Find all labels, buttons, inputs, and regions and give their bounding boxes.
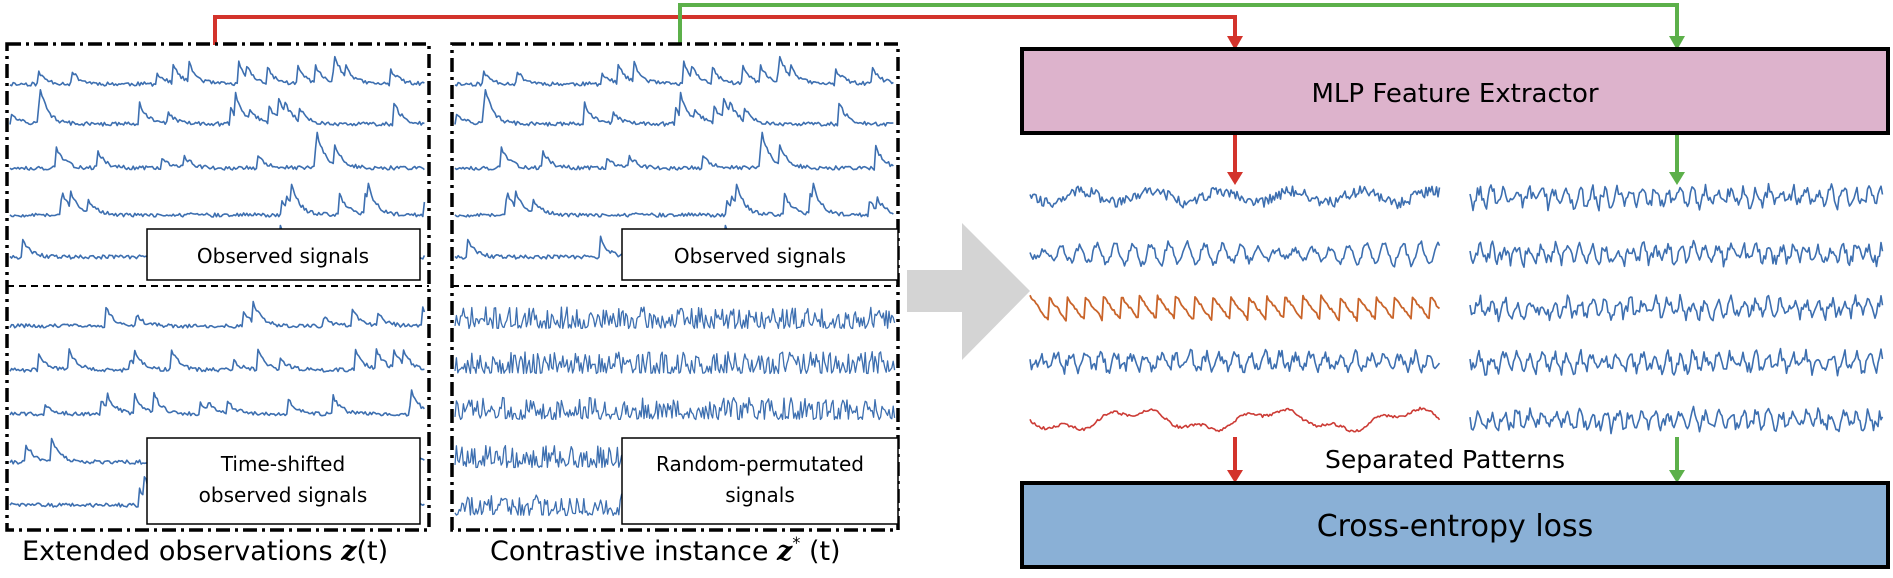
signal-trace bbox=[454, 306, 896, 330]
pattern-trace bbox=[1469, 293, 1884, 323]
contrastive-instance-panel: Observed signals Random-permutated signa… bbox=[450, 42, 900, 567]
pattern-trace bbox=[1029, 185, 1441, 210]
pattern-trace bbox=[1469, 239, 1884, 268]
green-arrowhead-icon bbox=[1669, 36, 1685, 50]
caption-text: Extended observations bbox=[22, 536, 341, 567]
contrastive-instance-caption: Contrastive instance z* (t) bbox=[490, 533, 841, 567]
caption-superscript: * bbox=[792, 533, 800, 552]
observed-signals-label: Observed signals bbox=[674, 244, 846, 268]
block-right-arrow-icon bbox=[907, 223, 1030, 360]
random-permutated-box bbox=[621, 437, 899, 525]
caption-variable: z bbox=[340, 536, 357, 567]
signal-trace bbox=[9, 300, 426, 329]
caption-text: Contrastive instance bbox=[490, 536, 777, 567]
observed-signals-label: Observed signals bbox=[197, 244, 369, 268]
time-shifted-label-line2: observed signals bbox=[199, 483, 368, 507]
separated-patterns-label: Separated Patterns bbox=[1325, 445, 1565, 474]
random-permutated-label-line1: Random-permutated bbox=[656, 452, 864, 476]
flow-arrows bbox=[1227, 135, 1685, 483]
red-connector-line bbox=[213, 15, 1237, 45]
caption-variable: z bbox=[776, 536, 793, 567]
signal-trace bbox=[9, 131, 425, 171]
signal-trace bbox=[454, 396, 896, 421]
signal-trace bbox=[9, 389, 425, 417]
pattern-trace bbox=[1469, 347, 1884, 377]
green-connector-line bbox=[678, 3, 1679, 45]
caption-argument: (t) bbox=[357, 536, 389, 567]
pattern-trace bbox=[1029, 294, 1441, 322]
pattern-trace bbox=[1029, 348, 1441, 375]
pattern-trace bbox=[1469, 182, 1884, 212]
arrowhead-icon bbox=[1669, 470, 1685, 483]
signal-trace bbox=[454, 89, 894, 127]
time-shifted-box bbox=[146, 437, 421, 525]
arrowhead-icon bbox=[1227, 172, 1243, 185]
pattern-trace bbox=[1029, 240, 1441, 268]
random-permutated-label-line2: signals bbox=[725, 483, 795, 507]
arrowhead-icon bbox=[1669, 172, 1685, 185]
cross-entropy-loss-label: Cross-entropy loss bbox=[1317, 509, 1594, 544]
pattern-trace bbox=[1029, 406, 1441, 433]
mlp-feature-extractor-label: MLP Feature Extractor bbox=[1311, 79, 1598, 109]
caption-argument: (t) bbox=[800, 536, 840, 567]
signal-trace bbox=[9, 348, 425, 373]
time-shifted-label-line1: Time-shifted bbox=[220, 452, 345, 476]
red-connector bbox=[213, 15, 1243, 50]
signal-trace bbox=[454, 131, 894, 171]
signal-trace bbox=[9, 89, 425, 127]
observed-signals-box bbox=[146, 228, 421, 281]
extended-observations-panel: Observed signals Time-shifted observed s… bbox=[5, 42, 431, 567]
signal-trace bbox=[454, 55, 894, 87]
signal-trace bbox=[9, 182, 426, 218]
observed-signals-box bbox=[621, 228, 899, 281]
cross-entropy-loss-box bbox=[1020, 481, 1890, 569]
signal-trace bbox=[9, 55, 425, 87]
extended-observations-caption: Extended observations z(t) bbox=[22, 536, 388, 567]
separated-patterns-group bbox=[1029, 182, 1884, 435]
arrowhead-icon bbox=[1227, 470, 1243, 483]
signal-trace bbox=[454, 350, 896, 375]
mlp-feature-extractor-box bbox=[1020, 47, 1890, 135]
signal-trace bbox=[454, 182, 894, 218]
green-connector bbox=[678, 3, 1685, 50]
red-arrowhead-icon bbox=[1227, 36, 1243, 50]
pattern-trace bbox=[1469, 405, 1884, 435]
